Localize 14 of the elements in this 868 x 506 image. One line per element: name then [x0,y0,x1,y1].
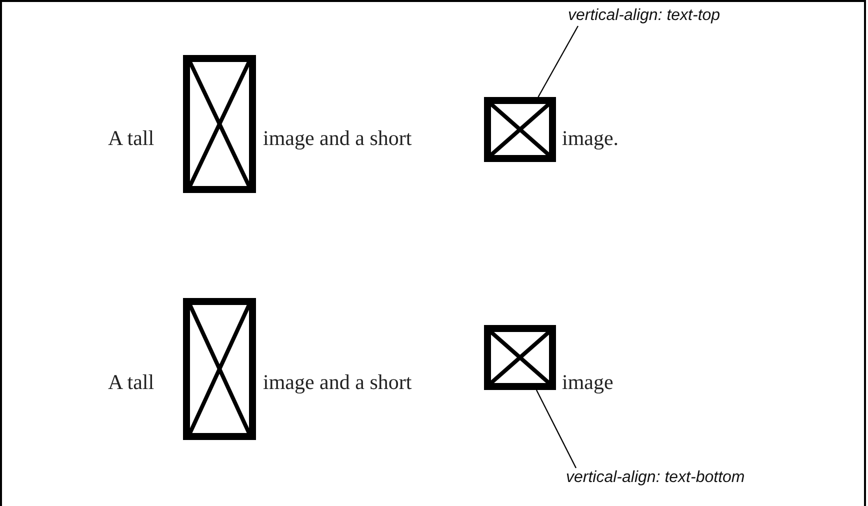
callout-text: vertical-align: text-bottom [566,468,745,488]
sentence-text: image [562,370,614,394]
crossed-image-placeholder [484,97,556,162]
leader-line [538,26,579,98]
sentence-text: image and a short [263,370,412,394]
sentence-text: A tall [108,126,154,150]
crossed-image-placeholder [183,55,256,193]
callout-text: vertical-align: text-top [568,6,720,26]
leader-line [536,390,577,468]
sentence-text: image. [562,126,619,150]
sentence-text: A tall [108,370,154,394]
crossed-image-placeholder [183,298,256,440]
crossed-image-placeholder [484,325,556,390]
sentence-text: image and a short [263,126,412,150]
